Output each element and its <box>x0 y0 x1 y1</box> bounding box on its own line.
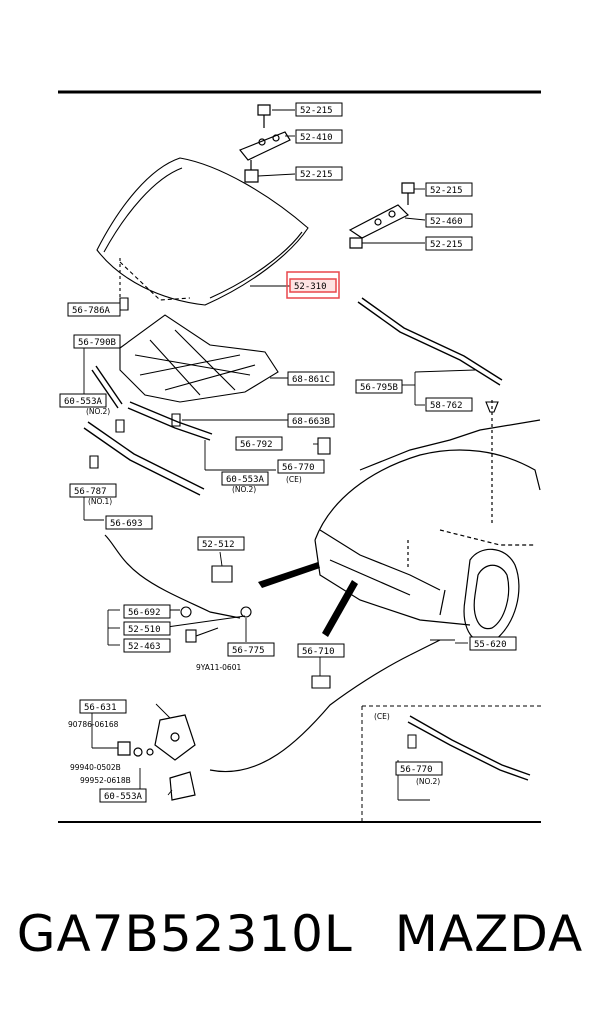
highlight-frame <box>286 271 340 299</box>
hood-panel <box>96 157 309 306</box>
arrow-latch <box>258 562 320 588</box>
part-label-text: 56-631 <box>84 703 117 713</box>
part-label-text: 56-787 <box>74 487 107 497</box>
part-label-10: 60-553A <box>59 393 107 408</box>
part-number-2: 99940-0502B <box>70 763 121 772</box>
footer-part-number: GA7B52310L <box>16 905 353 963</box>
part-label-text: 52-215 <box>300 170 333 180</box>
part-label-text: 52-512 <box>202 540 235 550</box>
part-label-4: 52-460 <box>425 213 473 228</box>
part-label-text: 58-762 <box>430 401 463 411</box>
small-label-layer: (NO.2) (CE) (NO.2) (NO.1) (NO.2) 9YA11-0601 90… <box>68 407 440 786</box>
part-label-text: 56-786A <box>72 306 111 316</box>
part-label-0: 52-215 <box>295 102 343 117</box>
part-label-27: 60-553A <box>99 788 147 803</box>
small-label-1: (CE) <box>286 475 302 484</box>
part-label-text: 56-693 <box>110 519 143 529</box>
hinge-right <box>348 182 415 249</box>
part-label-11: 68-663B <box>287 413 335 428</box>
small-label-2: (NO.2) <box>232 485 256 494</box>
part-label-text: 60-553A <box>104 792 143 802</box>
part-label-2: 52-215 <box>295 166 343 181</box>
part-label-text: 60-553A <box>64 397 103 407</box>
part-number-3: 99952-0618B <box>80 776 131 785</box>
small-label-3: (NO.1) <box>88 497 112 506</box>
part-label-text: 52-310 <box>294 282 327 292</box>
part-label-20: 56-692 <box>123 604 171 619</box>
small-label-0: (NO.2) <box>86 407 110 416</box>
small-parts <box>89 297 499 689</box>
label-layer: 52-215 52-410 52-215 52-215 52-460 52-215 52-3… <box>59 102 517 803</box>
part-label-23: 56-775 <box>227 642 275 657</box>
hinge-left <box>239 104 291 183</box>
inset-label: (CE) <box>374 712 390 721</box>
part-label-25: 55-620 <box>469 636 517 651</box>
vehicle-body <box>314 400 541 644</box>
part-label-text: 52-215 <box>430 240 463 250</box>
part-label-text: 56-790B <box>78 338 116 348</box>
part-label-8: 56-790B <box>73 334 121 349</box>
footer-caption: GA7B52310L MAZDA <box>0 905 600 963</box>
part-label-3: 52-215 <box>425 182 473 197</box>
part-label-12: 56-795B <box>355 379 403 394</box>
part-label-18: 56-693 <box>105 515 153 530</box>
part-label-13: 58-762 <box>425 397 473 412</box>
leader-lines <box>83 109 476 801</box>
part-label-17: 56-787 <box>69 483 117 498</box>
part-label-19: 52-512 <box>197 536 245 551</box>
part-label-text: 56-792 <box>240 440 273 450</box>
part-label-6: 52-310 <box>286 271 340 299</box>
part-label-26: 56-631 <box>79 699 127 714</box>
part-label-text: 55-620 <box>474 640 507 650</box>
part-label-text: 68-663B <box>292 417 330 427</box>
part-label-7: 56-786A <box>67 302 121 317</box>
part-label-21: 52-510 <box>123 621 171 636</box>
part-label-text: 52-460 <box>430 217 463 227</box>
part-label-28: 56-770 <box>395 761 443 776</box>
part-label-text: 52-410 <box>300 133 333 143</box>
part-label-16: 60-553A <box>221 471 269 486</box>
part-label-text: 56-710 <box>302 647 335 657</box>
part-label-9: 68-861C <box>287 371 335 386</box>
part-label-text: 60-553A <box>226 475 265 485</box>
latch-assembly <box>117 714 196 801</box>
part-number-1: 90786-06168 <box>68 720 119 729</box>
part-label-15: 56-770 <box>277 459 325 474</box>
release-cable <box>104 534 441 773</box>
weather-strips <box>83 297 503 496</box>
part-label-24: 56-710 <box>297 643 345 658</box>
hood-insulator <box>119 314 279 403</box>
part-label-text: 52-215 <box>430 186 463 196</box>
part-label-text: 56-770 <box>282 463 315 473</box>
inset-box <box>361 705 541 822</box>
part-number-0: 9YA11-0601 <box>196 663 241 672</box>
part-label-text: 56-795B <box>360 383 398 393</box>
part-label-text: 52-510 <box>128 625 161 635</box>
footer-brand: MAZDA <box>394 905 584 963</box>
part-label-text: 52-215 <box>300 106 333 116</box>
part-label-text: 52-463 <box>128 642 161 652</box>
small-label-4: (NO.2) <box>416 777 440 786</box>
part-label-14: 56-792 <box>235 436 283 451</box>
part-label-text: 56-775 <box>232 646 265 656</box>
arrow-release <box>322 580 358 637</box>
part-label-1: 52-410 <box>295 129 343 144</box>
part-label-text: 56-692 <box>128 608 161 618</box>
part-label-22: 52-463 <box>123 638 171 653</box>
part-label-text: 56-770 <box>400 765 433 775</box>
part-label-5: 52-215 <box>425 236 473 251</box>
part-label-text: 68-861C <box>292 375 330 385</box>
